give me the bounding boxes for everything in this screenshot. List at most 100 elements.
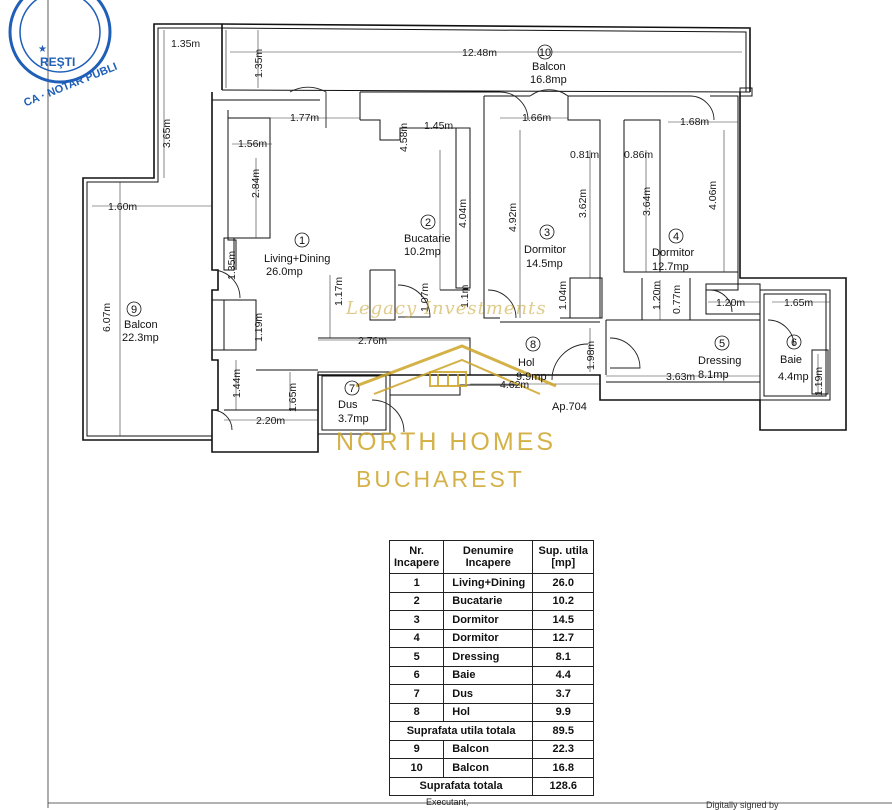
dressing-baie-walls — [605, 283, 831, 401]
dim-label: 1.77m — [290, 112, 319, 124]
room-area: 14.5mp — [526, 258, 563, 270]
room-area: 22.3mp — [122, 332, 159, 344]
room-marker-5: 5 Dressing 8.1mp — [698, 335, 741, 381]
balcony-10-outline — [221, 23, 753, 97]
executant-label: Executant, — [426, 797, 469, 807]
dim-label: 1.45m — [424, 120, 453, 132]
watermark-brand-line-2: BUCHAREST — [356, 466, 525, 492]
dim-label: 1.98m — [585, 341, 597, 370]
watermark-legacy-text: Legacy Investments — [346, 298, 547, 319]
room-area: 26.0mp — [266, 266, 303, 278]
room-area: 16.8mp — [530, 74, 567, 86]
balcony-9-outline — [82, 23, 222, 441]
header-name: Denumire Incapere — [443, 540, 534, 574]
dim-label: 1.19m — [813, 367, 825, 396]
room-area: 4.4mp — [778, 371, 809, 383]
svg-text:8: 8 — [530, 339, 536, 351]
dim-label: 1.19m — [253, 313, 265, 342]
door-swings — [211, 86, 795, 433]
room-name: Dormitor — [524, 244, 567, 256]
dim-label: 1.35m — [226, 251, 238, 280]
dim-label: 3.63m — [666, 371, 695, 383]
room-name: Dressing — [698, 355, 741, 367]
svg-text:3: 3 — [544, 227, 550, 239]
notary-stamp: REŞTI CA · NOTAR PUBLI ★ — [8, 0, 119, 109]
room-marker-8: 8 Hol 9.9mp — [516, 336, 547, 383]
bedroom-3-walls — [483, 95, 690, 319]
dim-label: 3.62m — [577, 189, 589, 218]
dim-label: 0.81m — [570, 149, 599, 161]
dim-label: 3.65m — [161, 119, 173, 148]
dimension-lines — [92, 30, 830, 436]
watermark-brand-line-1: NORTH HOMES — [336, 428, 557, 456]
dim-label: 1.04m — [557, 281, 569, 310]
digital-signature-label: Digitally signed by — [706, 800, 779, 810]
dim-label: 1.65m — [784, 297, 813, 309]
room-marker-7: 7 Dus 3.7mp — [338, 380, 369, 425]
dim-label: 1.20m — [651, 281, 663, 310]
dim-label: 1.07m — [419, 283, 431, 312]
header-area: Sup. utila [mp] — [532, 540, 595, 574]
room-marker-9: 9 Balcon 22.3mp — [122, 301, 159, 344]
dim-label: 4.92m — [507, 203, 519, 232]
svg-text:5: 5 — [719, 338, 725, 350]
dim-label: 0.77m — [671, 285, 683, 314]
dim-label: 1.56m — [238, 138, 267, 150]
room-area: 10.2mp — [404, 246, 441, 258]
room-name: Balcon — [532, 61, 566, 73]
dim-label: 2.76m — [358, 335, 387, 347]
svg-text:4: 4 — [673, 231, 679, 243]
room-marker-4: 4 Dormitor 12.7mp — [652, 228, 695, 273]
dim-label: 1.44m — [231, 369, 243, 398]
room-area: 9.9mp — [516, 371, 547, 383]
dim-label: 2.84m — [250, 169, 262, 198]
watermark-house-logo — [355, 344, 557, 395]
dim-label: 6.07m — [101, 303, 113, 332]
room-name: Dormitor — [652, 247, 695, 259]
svg-text:★: ★ — [38, 44, 47, 55]
room-marker-3: 3 Dormitor 14.5mp — [524, 224, 567, 270]
dim-label: 4.62m — [500, 379, 529, 391]
room-marker-2: 2 Bucatarie 10.2mp — [404, 214, 450, 258]
dim-label: 0.86m — [624, 149, 653, 161]
dim-label: 12.48m — [462, 47, 497, 59]
room-name: Hol — [518, 357, 535, 369]
dim-label: 1.68m — [680, 116, 709, 128]
room-marker-1: 1 Living+Dining 26.0mp — [264, 232, 330, 278]
room-area-table: Nr. Incapere Denumire Incapere Sup. util… — [388, 540, 595, 796]
dim-label: 1.35m — [253, 49, 265, 78]
apartment-outer-walls — [211, 91, 847, 453]
hall-dus-walls — [224, 321, 600, 435]
svg-text:10: 10 — [539, 47, 551, 59]
dim-label: 1.1m — [459, 284, 471, 308]
bedroom-4-walls — [623, 95, 739, 320]
svg-text:2: 2 — [425, 217, 431, 229]
room-name: Balcon — [124, 319, 158, 331]
dim-label: 2.20m — [256, 415, 285, 427]
room-area: 8.1mp — [698, 369, 729, 381]
dim-label: 1.20m — [716, 297, 745, 309]
header-nr: Nr. Incapere — [388, 540, 445, 574]
room-area: 3.7mp — [338, 413, 369, 425]
dim-label: 1.60m — [108, 201, 137, 213]
dim-label: 4.04m — [457, 199, 469, 228]
svg-text:9: 9 — [131, 304, 137, 316]
table-header-row: Nr. Incapere Denumire Incapere Sup. util… — [388, 540, 595, 574]
dim-label: 1.66m — [522, 112, 551, 124]
svg-text:7: 7 — [349, 383, 355, 395]
room-name: Baie — [780, 354, 802, 366]
stamp-text-1: REŞTI — [40, 55, 75, 69]
apartment-label: Ap.704 — [552, 401, 587, 413]
room-name: Bucatarie — [404, 233, 450, 245]
room-area: 12.7mp — [652, 261, 689, 273]
